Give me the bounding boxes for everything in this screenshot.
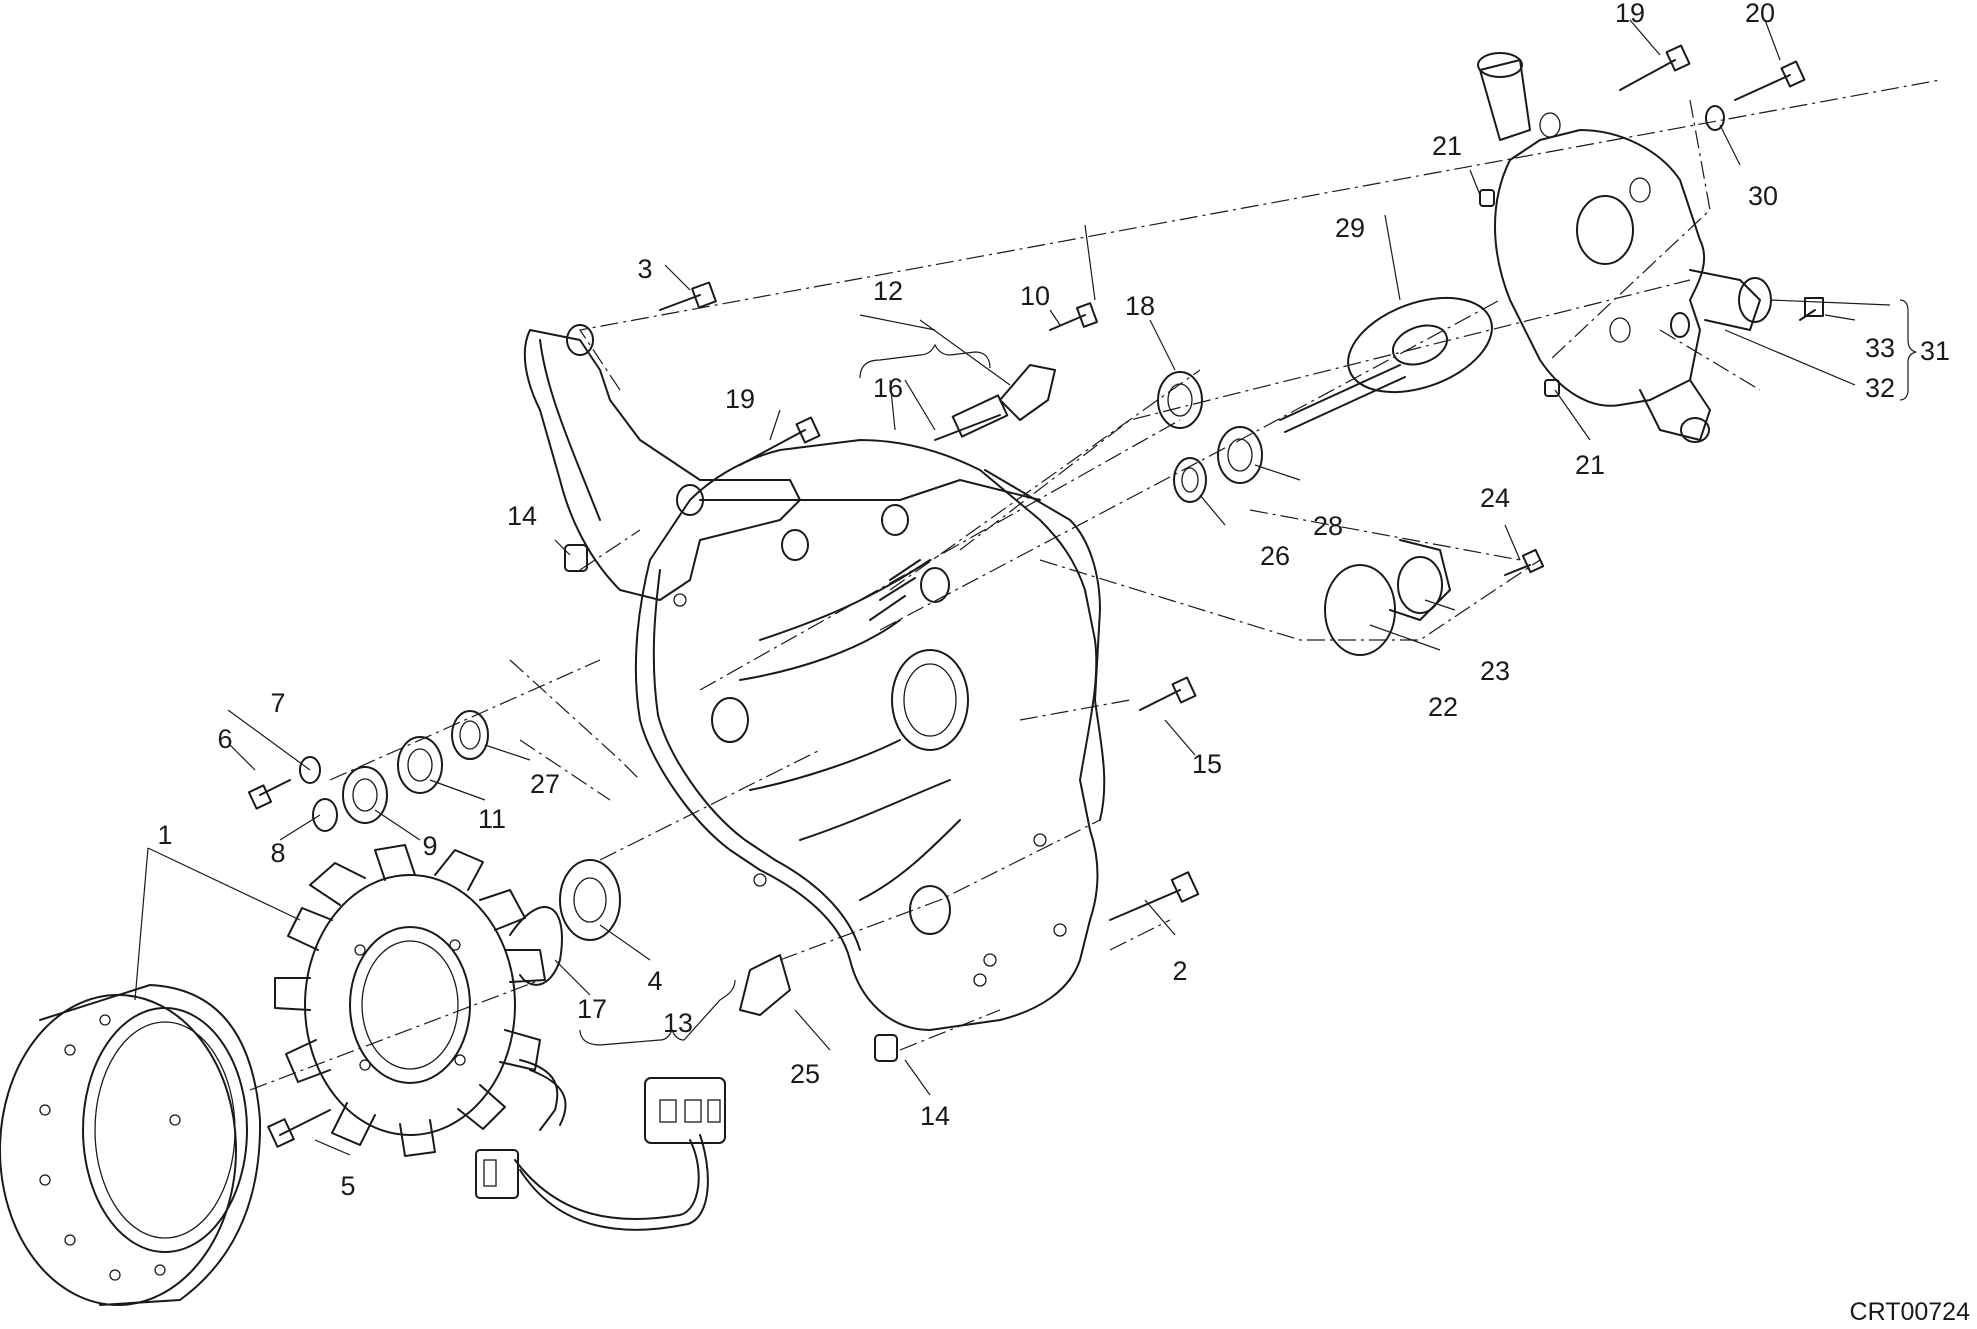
- callout-15: 15: [1192, 749, 1222, 779]
- callout-18: 18: [1125, 291, 1155, 321]
- water-pump-body: [1477, 52, 1772, 443]
- callout-23: 23: [1480, 656, 1510, 686]
- callout-14-top: 14: [507, 501, 537, 531]
- callout-9: 9: [422, 831, 437, 861]
- callout-1: 1: [157, 820, 172, 850]
- callout-19-top: 19: [1615, 0, 1645, 28]
- part-29-impeller: [1279, 296, 1493, 433]
- callout-33: 33: [1865, 333, 1895, 363]
- callout-labels: 1 2 3 4 5 6 7 8 9 10 11 12 13 14 14 15 1…: [157, 0, 1950, 1201]
- callout-19-left: 19: [725, 384, 755, 414]
- callout-25: 25: [790, 1059, 820, 1089]
- callout-28: 28: [1313, 511, 1343, 541]
- leader-lines: [134, 19, 1891, 1156]
- drawing-code: CRT00724: [1850, 1298, 1971, 1326]
- seals-bearings: [299, 105, 1725, 986]
- fasteners: [247, 44, 1824, 1148]
- callout-27: 27: [530, 769, 560, 799]
- generator-cover: [634, 439, 1106, 1031]
- callout-14-bottom: 14: [920, 1101, 950, 1131]
- callout-5: 5: [340, 1171, 355, 1201]
- part-1-rotor: [0, 984, 262, 1306]
- callout-31: 31: [1920, 336, 1950, 366]
- part-12-sensor: [934, 364, 1056, 441]
- callout-20: 20: [1745, 0, 1775, 28]
- callout-13: 13: [663, 1008, 693, 1038]
- callout-21-bottom: 21: [1575, 450, 1605, 480]
- callout-3: 3: [637, 254, 652, 284]
- callout-2: 2: [1172, 956, 1187, 986]
- callout-7: 7: [270, 688, 285, 718]
- callout-16: 16: [873, 373, 903, 403]
- callout-10: 10: [1020, 281, 1050, 311]
- callout-22: 22: [1428, 692, 1458, 722]
- callout-8: 8: [270, 838, 285, 868]
- cover-bracket: [523, 324, 1041, 601]
- callout-17: 17: [577, 994, 607, 1024]
- callout-26: 26: [1260, 541, 1290, 571]
- callout-30: 30: [1748, 181, 1778, 211]
- callout-29: 29: [1335, 213, 1365, 243]
- callout-12: 12: [873, 276, 903, 306]
- callout-6: 6: [217, 724, 232, 754]
- callout-4: 4: [647, 966, 662, 996]
- stator: [274, 844, 567, 1157]
- callout-24: 24: [1480, 483, 1510, 513]
- assembly-axes: [249, 79, 1941, 1091]
- assembly-brackets: [579, 299, 1917, 1046]
- wiring-harness: [475, 1077, 726, 1231]
- callout-21-top: 21: [1432, 131, 1462, 161]
- callout-32: 32: [1865, 373, 1895, 403]
- callout-11: 11: [478, 804, 506, 834]
- part-25-pad: [739, 954, 791, 1016]
